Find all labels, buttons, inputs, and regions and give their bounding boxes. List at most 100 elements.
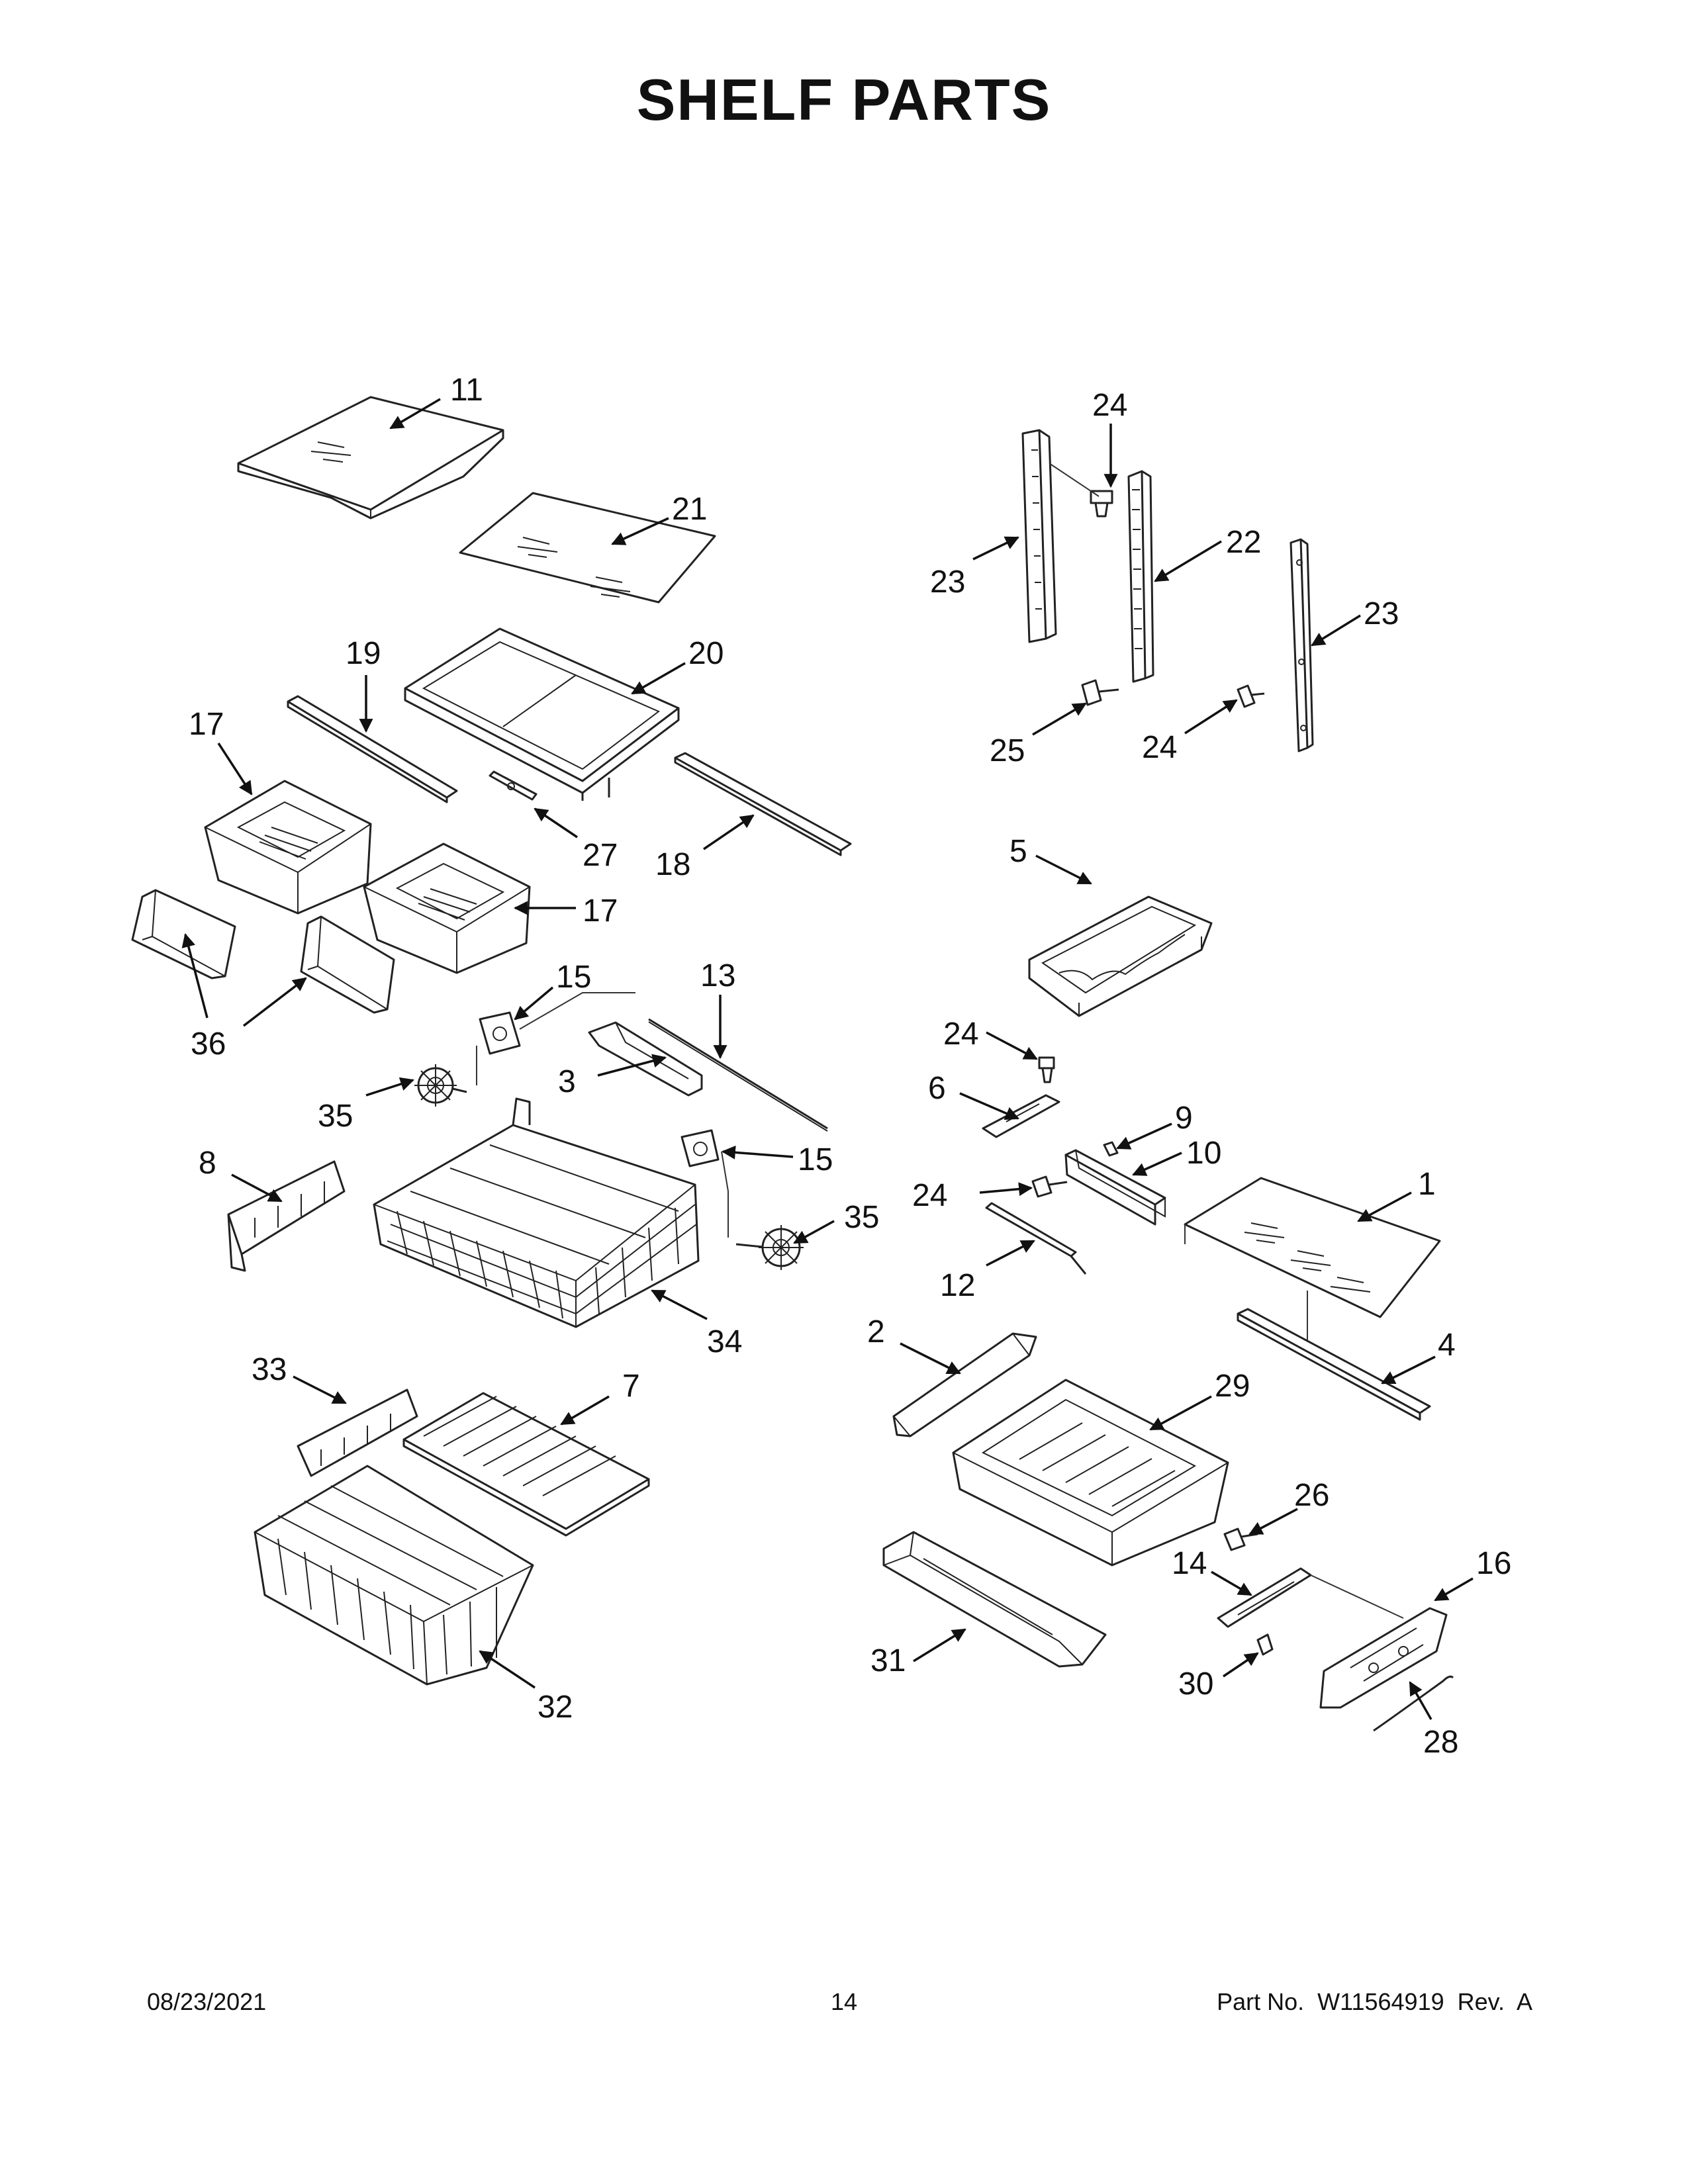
leader-27: [534, 807, 578, 839]
callout-23a: 23: [930, 565, 965, 600]
part-29-drawer-bin: [952, 1379, 1229, 1567]
leader-7: [560, 1395, 610, 1426]
leader-24d: [979, 1182, 1033, 1197]
callout-29: 29: [1215, 1369, 1250, 1404]
leader-33: [293, 1375, 347, 1404]
footer-part-number: Part No. W11564919 Rev. A: [1217, 1988, 1532, 2015]
part-3-arm: [588, 1021, 703, 1097]
leader-30: [1223, 1652, 1259, 1678]
callout-15b: 15: [798, 1142, 833, 1177]
callout-30: 30: [1178, 1666, 1213, 1702]
callout-19: 19: [346, 636, 381, 671]
callout-5: 5: [1009, 834, 1027, 869]
part-35-gear-left: [414, 1064, 467, 1107]
leader-23a: [972, 536, 1019, 561]
callout-1: 1: [1418, 1167, 1436, 1202]
leader-9: [1116, 1122, 1172, 1150]
leader-12: [986, 1240, 1035, 1267]
part-36-drawer-handle-right: [300, 915, 395, 1014]
part-7-wire-shelf: [402, 1392, 650, 1537]
leader-20: [631, 662, 686, 695]
part-15-bracket-right: [680, 1129, 720, 1167]
callout-36: 36: [191, 1026, 226, 1062]
leader-17a: [217, 743, 253, 796]
leader-35b: [793, 1220, 835, 1244]
part-4-trim-strip: [1237, 1308, 1431, 1421]
part-21-glass-panel: [459, 492, 716, 604]
callout-17b: 17: [583, 893, 618, 929]
callout-14: 14: [1172, 1546, 1207, 1581]
part-17-crisper-drawer-right: [363, 842, 531, 974]
part-25-screw: [1081, 679, 1119, 706]
part-13-rod: [648, 1018, 828, 1132]
part-15-bracket-left: [479, 1011, 521, 1055]
leader-15b: [721, 1145, 794, 1160]
leader-29: [1149, 1395, 1212, 1431]
callout-11: 11: [450, 373, 483, 408]
part-24-screw-mid: [1038, 1056, 1055, 1083]
leader-11: [389, 398, 441, 430]
leader-24b: [1184, 699, 1238, 735]
callout-8: 8: [199, 1146, 216, 1181]
callout-31: 31: [870, 1643, 906, 1678]
callout-16: 16: [1476, 1546, 1511, 1581]
leader-16: [1434, 1577, 1474, 1602]
callout-12: 12: [940, 1268, 975, 1303]
callout-13: 13: [700, 958, 735, 993]
callout-15a: 15: [556, 960, 591, 995]
leader-25: [1032, 702, 1087, 736]
part-2-trim-piece: [892, 1332, 1037, 1437]
callout-22: 22: [1226, 525, 1261, 560]
leader-32: [479, 1650, 536, 1689]
callout-25: 25: [990, 733, 1025, 768]
callout-20: 20: [688, 636, 724, 671]
callout-23b: 23: [1364, 596, 1399, 631]
footer-date: 08/23/2021: [147, 1988, 267, 2015]
part-20-shelf-frame: [404, 627, 680, 801]
part-11-glass-shelf-frame: [237, 396, 504, 520]
leader-6: [959, 1092, 1019, 1120]
part-33-basket-front: [297, 1388, 418, 1477]
leader-22: [1154, 540, 1222, 582]
part-19-rail: [287, 695, 458, 803]
callout-35b: 35: [844, 1200, 879, 1235]
leader-36a: [181, 933, 209, 1019]
page-title: SHELF PARTS: [636, 67, 1052, 132]
callout-24a: 24: [1092, 388, 1127, 423]
callout-24d: 24: [912, 1178, 947, 1213]
leader-28: [1409, 1681, 1432, 1720]
callout-21: 21: [672, 492, 707, 527]
part-22-vertical-rail-slotted: [1127, 470, 1154, 683]
callout-7: 7: [622, 1369, 640, 1404]
callout-18: 18: [655, 847, 690, 882]
leader-35a: [365, 1077, 414, 1097]
part-10-rail-bracket: [1064, 1149, 1166, 1226]
part-6-bracket: [982, 1094, 1060, 1138]
leader-34: [651, 1289, 708, 1320]
part-24-screw-side: [1237, 684, 1265, 708]
part-9-clip: [1103, 1141, 1119, 1157]
leader-5: [1035, 854, 1092, 885]
part-17-crisper-drawer-left: [204, 780, 372, 915]
part-32-deep-wire-basket: [254, 1465, 534, 1686]
leader-26: [1248, 1508, 1298, 1535]
leader-21: [611, 517, 669, 545]
leader-14: [1211, 1570, 1252, 1596]
part-16-slide-bracket: [1319, 1607, 1448, 1709]
callout-28: 28: [1423, 1725, 1458, 1760]
part-14-slide-rail: [1217, 1567, 1312, 1628]
leader-8: [231, 1173, 283, 1203]
callout-32: 32: [538, 1690, 573, 1725]
leader-3: [597, 1054, 667, 1077]
leader-31: [913, 1628, 966, 1662]
part-31-drawer-front: [882, 1531, 1107, 1668]
callout-9: 9: [1175, 1101, 1193, 1136]
part-35-gear-right: [735, 1225, 804, 1270]
callout-numbers: 11 21 20 19 17 27 18 17 36 15 13 3 35 15…: [189, 373, 1511, 1760]
part-23-vertical-rail-left: [1021, 429, 1057, 643]
part-27-bracket: [489, 770, 538, 801]
part-34-wire-basket: [373, 1097, 700, 1328]
part-8-basket-front: [227, 1160, 346, 1272]
part-1-glass-shelf: [1184, 1177, 1441, 1318]
